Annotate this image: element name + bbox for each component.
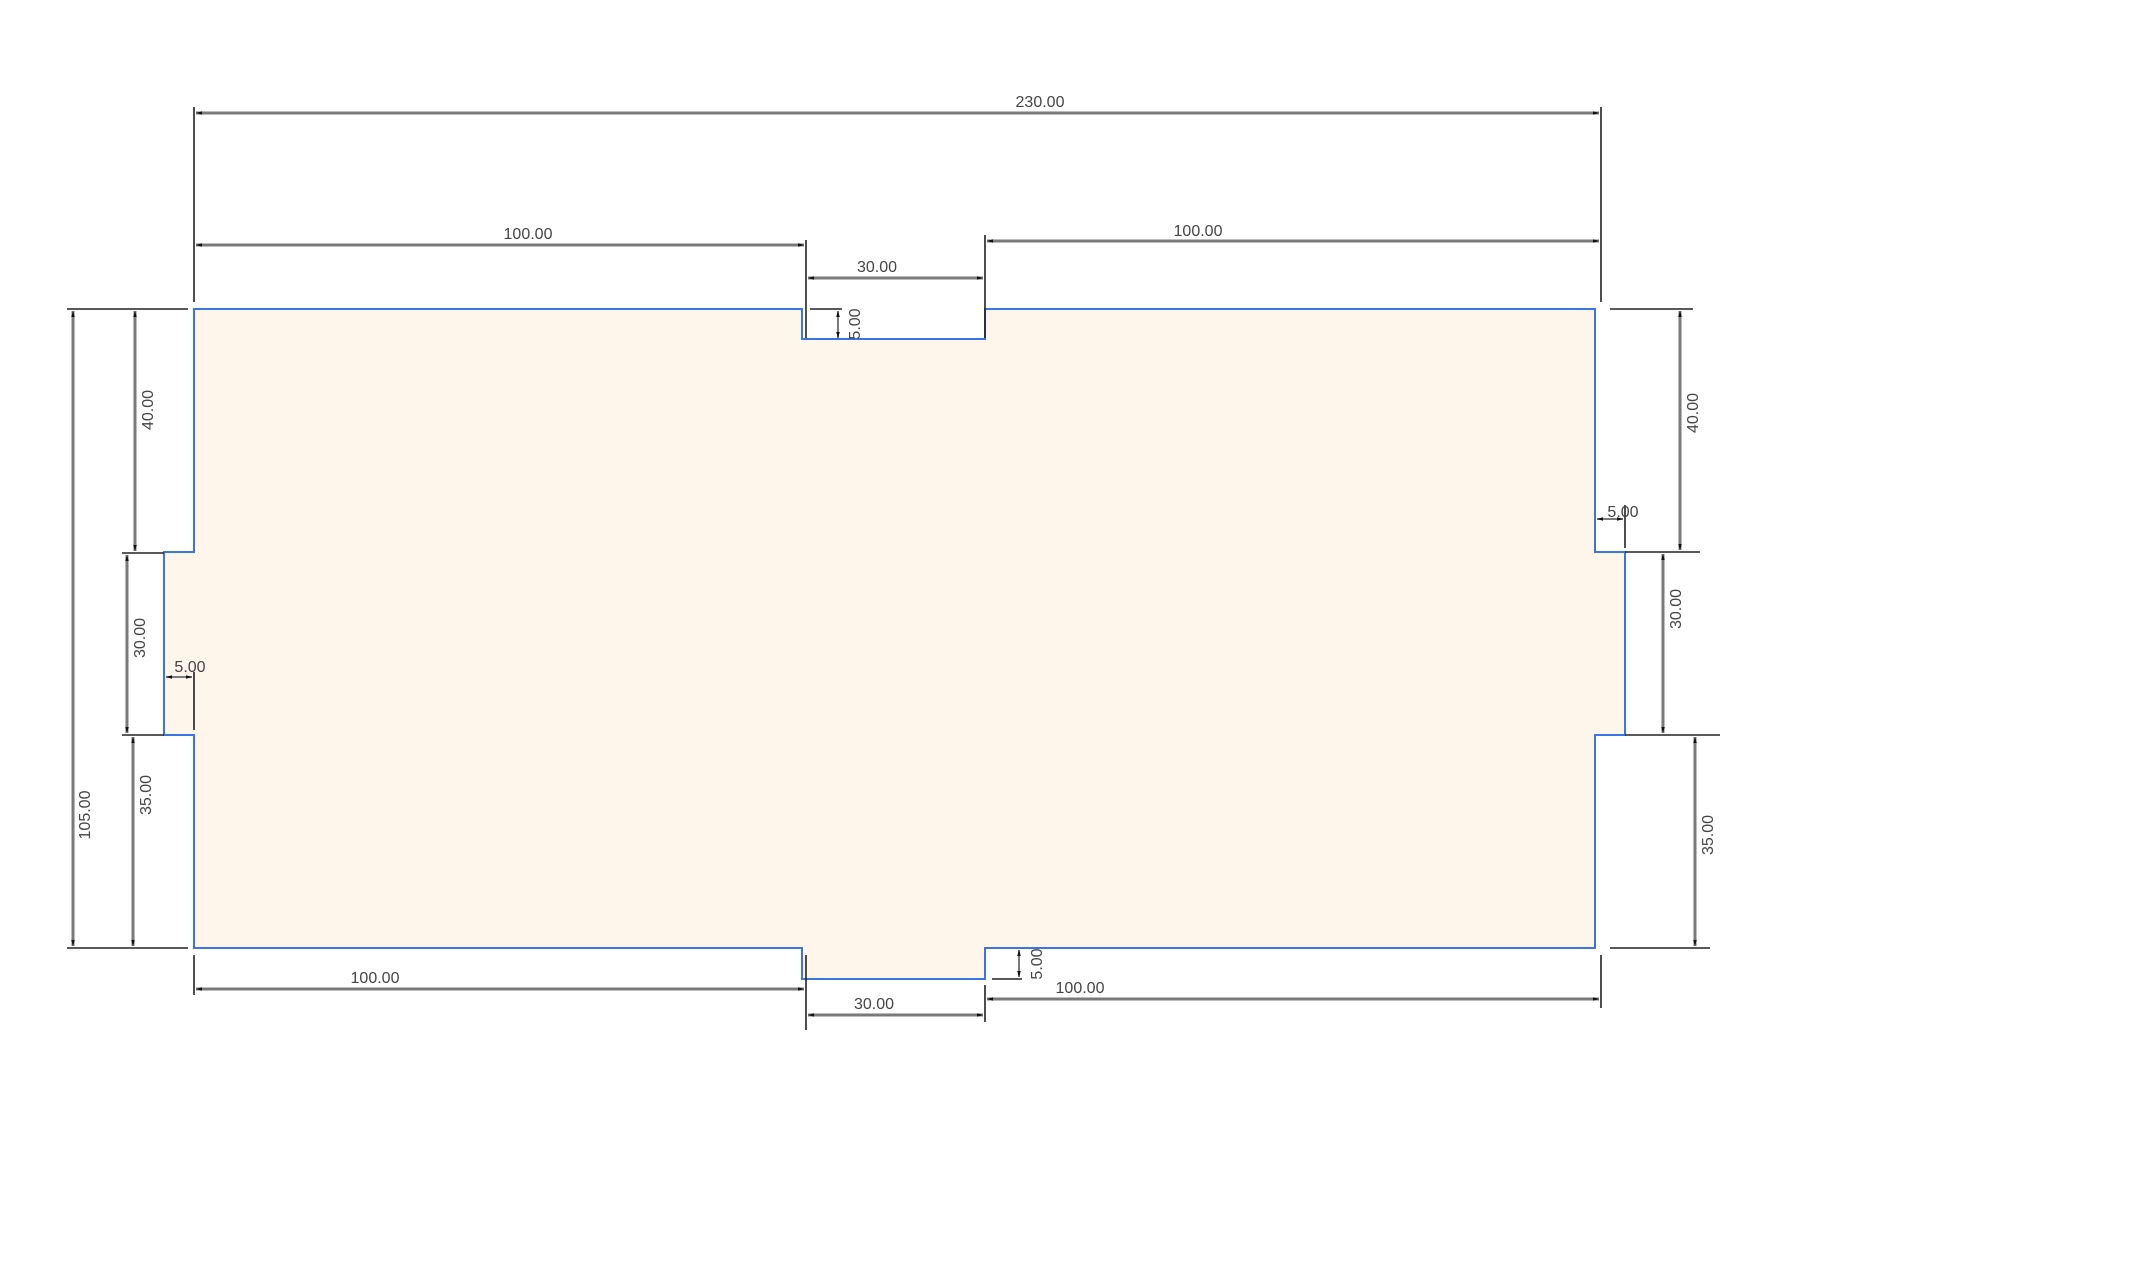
dim-top-notch-depth: 5.00 xyxy=(810,308,864,340)
dim-left-notch-height: 30.00 xyxy=(122,555,164,736)
dim-top-left-length: 100.00 xyxy=(196,226,807,338)
dim-right-notch-height: 30.00 xyxy=(1625,554,1720,736)
dim-bottom-notch-depth: 5.00 xyxy=(992,948,1046,980)
dim-left-upper: 40.00 xyxy=(122,311,164,554)
dim-label: 30.00 xyxy=(132,618,149,658)
dim-label: 30.00 xyxy=(1668,589,1685,629)
dim-label: 40.00 xyxy=(140,390,157,430)
dim-label: 100.00 xyxy=(351,970,400,987)
dim-top-right-length: 100.00 xyxy=(987,223,1599,243)
dim-right-upper: 40.00 xyxy=(1610,308,1702,553)
dim-label: 30.00 xyxy=(854,996,894,1013)
dim-label: 40.00 xyxy=(1685,393,1702,433)
dim-overall-width: 230.00 xyxy=(193,94,1602,302)
dim-label: 230.00 xyxy=(1016,94,1065,111)
dim-label: 100.00 xyxy=(1174,223,1223,240)
dim-label: 5.00 xyxy=(1607,504,1638,521)
dim-label: 105.00 xyxy=(77,790,94,839)
dim-label: 35.00 xyxy=(1700,815,1717,855)
dim-top-notch-width: 30.00 xyxy=(808,235,986,338)
dim-label: 35.00 xyxy=(138,775,155,815)
dim-right-notch-depth: 5.00 xyxy=(1597,504,1639,548)
part-outline[interactable] xyxy=(163,308,1626,980)
dim-label: 5.00 xyxy=(847,308,864,339)
dim-bottom-right-length: 100.00 xyxy=(987,955,1602,1008)
dim-label: 30.00 xyxy=(857,259,897,276)
dim-left-total-height: 105.00 xyxy=(67,308,188,949)
dim-label: 100.00 xyxy=(1056,980,1105,997)
dim-right-lower: 35.00 xyxy=(1610,737,1717,949)
dim-bottom-notch-width: 30.00 xyxy=(808,985,986,1022)
dim-label: 5.00 xyxy=(174,659,205,676)
dim-label: 5.00 xyxy=(1029,948,1046,979)
dim-left-lower: 35.00 xyxy=(131,737,155,946)
dim-bottom-left-length: 100.00 xyxy=(193,955,807,1030)
dim-label: 100.00 xyxy=(504,226,553,243)
dim-left-notch-depth: 5.00 xyxy=(166,659,206,730)
